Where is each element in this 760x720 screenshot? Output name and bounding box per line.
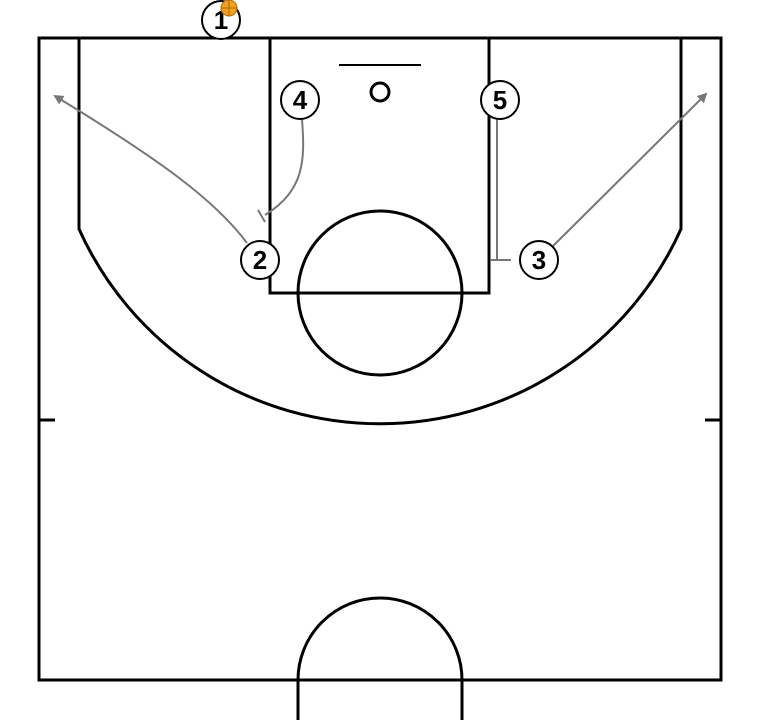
player-3[interactable]: 3 — [519, 240, 559, 280]
player-2-label: 2 — [253, 245, 267, 275]
screen-path-player-4 — [264, 118, 305, 216]
player-4-label: 4 — [293, 85, 308, 115]
three-point-line — [77, 38, 683, 426]
center-circle — [296, 596, 464, 720]
player-4[interactable]: 4 — [280, 80, 320, 120]
cut-arrow-player-2 — [53, 94, 248, 244]
player-3-label: 3 — [532, 245, 546, 275]
player-2[interactable]: 2 — [240, 240, 280, 280]
free-throw-lane — [268, 36, 491, 295]
cut-arrow-player-3 — [552, 92, 708, 247]
player-5[interactable]: 5 — [480, 80, 520, 120]
free-throw-circle — [296, 209, 464, 377]
hoop — [369, 81, 391, 103]
basketball-icon — [220, 0, 238, 17]
player-5-label: 5 — [493, 85, 507, 115]
screen-bar-player-4 — [257, 209, 266, 223]
court-boundary — [37, 36, 723, 682]
